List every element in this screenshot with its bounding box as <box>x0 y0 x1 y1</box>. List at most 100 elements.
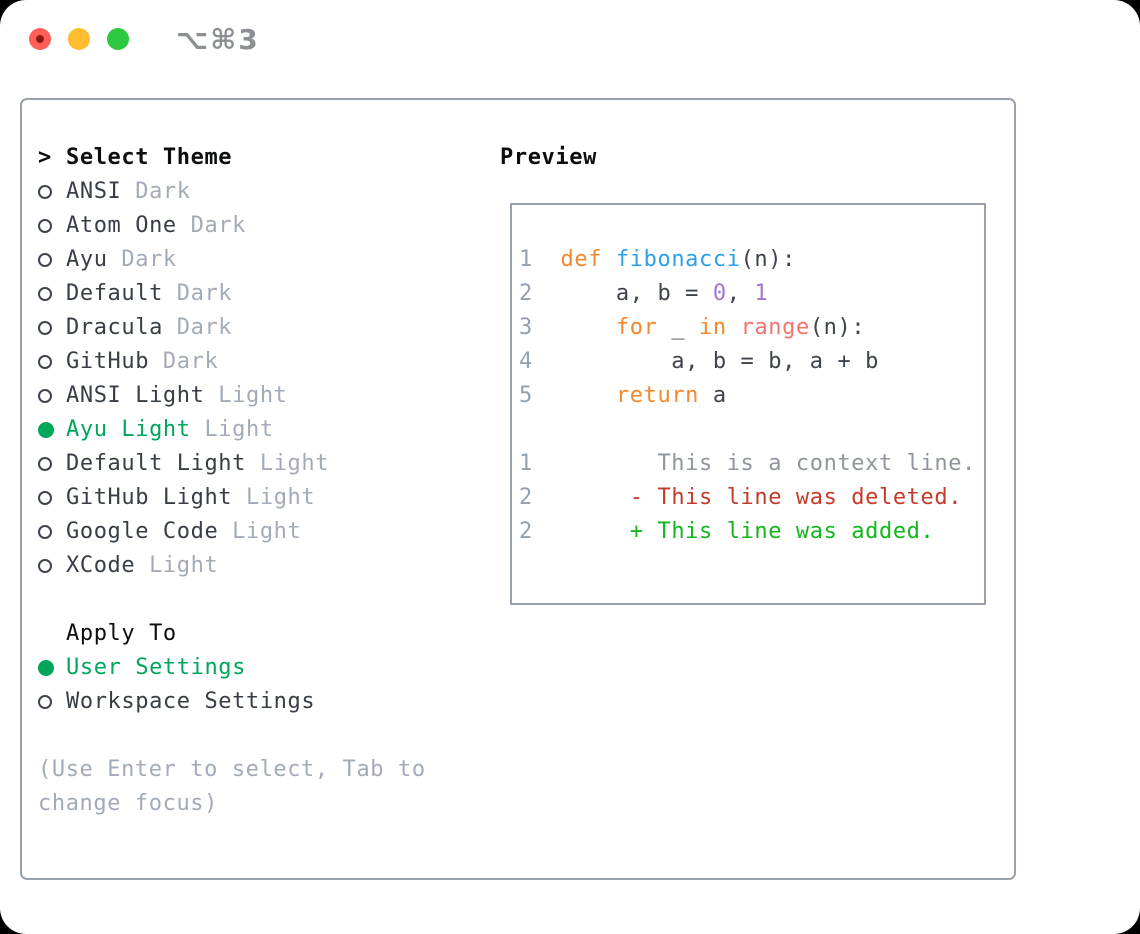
theme-variant-label: Dark <box>162 281 233 306</box>
theme-variant-label: Dark <box>121 179 191 204</box>
theme-variant-label: Dark <box>149 349 219 374</box>
window-title: ⌥⌘3 <box>176 22 260 56</box>
option-label: Default Light <box>66 451 246 476</box>
theme-variant-label: Light <box>190 417 274 442</box>
circle-outline-icon <box>38 389 52 403</box>
line-number: 2 <box>519 281 561 306</box>
circle-outline-icon <box>38 695 52 709</box>
focus-cursor-icon: > <box>38 145 52 170</box>
select-theme-header-label: Select Theme <box>66 145 233 170</box>
spacer-row <box>38 719 426 753</box>
selected-radio-icon <box>38 651 66 685</box>
theme-option-github-light[interactable]: GitHub Light Light <box>38 481 426 515</box>
code-token-num: 1 <box>754 281 769 306</box>
code-token-code: _ <box>657 315 700 340</box>
option-label: Workspace Settings <box>66 689 316 714</box>
code-token-code: (n): <box>809 315 866 340</box>
theme-option-google-code[interactable]: Google Code Light <box>38 515 426 549</box>
code-line: 5 return a <box>519 379 984 413</box>
option-label: ANSI <box>66 179 122 204</box>
theme-variant-label: Dark <box>107 247 177 272</box>
radio-circle-icon <box>38 481 66 515</box>
theme-option-dracula[interactable]: Dracula Dark <box>38 311 426 345</box>
minimize-button-icon[interactable] <box>68 28 90 50</box>
theme-variant-label: Light <box>204 383 288 408</box>
selected-radio-icon <box>38 413 66 447</box>
circle-outline-icon <box>38 321 52 335</box>
theme-variant-label: Dark <box>176 213 246 238</box>
code-token-builtin: range <box>740 315 810 340</box>
option-label: Dracula <box>66 315 163 340</box>
theme-option-ansi[interactable]: ANSI Dark <box>38 175 426 209</box>
spacer-row <box>519 413 984 447</box>
apply-to-label: Apply To <box>66 621 177 646</box>
line-number: 1 <box>519 247 561 272</box>
line-number: 1 <box>519 451 561 476</box>
theme-option-ayu-light[interactable]: Ayu Light Light <box>38 413 426 447</box>
line-number: 2 <box>519 519 561 544</box>
code-line: 2 a, b = 0, 1 <box>519 277 984 311</box>
code-token-code: , <box>726 281 755 306</box>
line-number: 2 <box>519 485 561 510</box>
code-token-code <box>602 247 616 272</box>
code-line: 1 def fibonacci(n): <box>519 243 984 277</box>
radio-circle-icon <box>38 175 66 209</box>
radio-circle-icon <box>38 685 66 719</box>
circle-outline-icon <box>38 559 52 573</box>
theme-option-ayu[interactable]: Ayu Dark <box>38 243 426 277</box>
code-token-deleted: - This line was deleted. <box>629 485 963 510</box>
option-label: Default <box>66 281 163 306</box>
radio-circle-icon <box>38 345 66 379</box>
code-token-code <box>727 315 741 340</box>
theme-option-atom-one[interactable]: Atom One Dark <box>38 209 426 243</box>
apply-option-user-settings[interactable]: User Settings <box>38 651 426 685</box>
code-token-context: This is a context line. <box>560 451 976 476</box>
radio-circle-icon <box>38 243 66 277</box>
theme-option-xcode[interactable]: XCode Light <box>38 549 426 583</box>
code-token-keyword: for <box>615 315 658 340</box>
code-line: 4 a, b = b, a + b <box>519 345 984 379</box>
close-button-icon[interactable] <box>29 28 51 50</box>
circle-outline-icon <box>38 185 52 199</box>
code-token-keyword: in <box>699 315 727 340</box>
theme-option-github[interactable]: GitHub Dark <box>38 345 426 379</box>
option-label: Ayu Light <box>66 417 191 442</box>
circle-outline-icon <box>38 253 52 267</box>
apply-option-workspace-settings[interactable]: Workspace Settings <box>38 685 426 719</box>
option-label: Ayu <box>66 247 108 272</box>
titlebar: ⌥⌘3 <box>29 23 260 56</box>
code-token-keyword: return <box>615 383 700 408</box>
preview-header: Preview <box>500 145 597 170</box>
radio-circle-icon <box>38 515 66 549</box>
code-token-added: + This line was added. <box>629 519 935 544</box>
circle-outline-icon <box>38 219 52 233</box>
code-token-code <box>561 485 630 510</box>
theme-variant-label: Light <box>218 519 302 544</box>
radio-circle-icon <box>38 549 66 583</box>
preview-column: Preview <box>500 141 597 175</box>
theme-variant-label: Light <box>246 451 330 476</box>
radio-circle-icon <box>38 447 66 481</box>
zoom-button-icon[interactable] <box>107 28 129 50</box>
circle-outline-icon <box>38 355 52 369</box>
code-token-code: a <box>699 383 727 408</box>
theme-option-default[interactable]: Default Dark <box>38 277 426 311</box>
code-token-code <box>561 315 616 340</box>
option-label: XCode <box>66 553 136 578</box>
apply-to-header: Apply To <box>38 617 426 651</box>
theme-variant-label: Light <box>232 485 316 510</box>
radio-circle-icon <box>38 209 66 243</box>
option-label: GitHub <box>66 349 150 374</box>
circle-outline-icon <box>38 287 52 301</box>
option-label: User Settings <box>66 655 246 680</box>
theme-option-default-light[interactable]: Default Light Light <box>38 447 426 481</box>
theme-option-ansi-light[interactable]: ANSI Light Light <box>38 379 426 413</box>
radio-circle-icon <box>38 379 66 413</box>
